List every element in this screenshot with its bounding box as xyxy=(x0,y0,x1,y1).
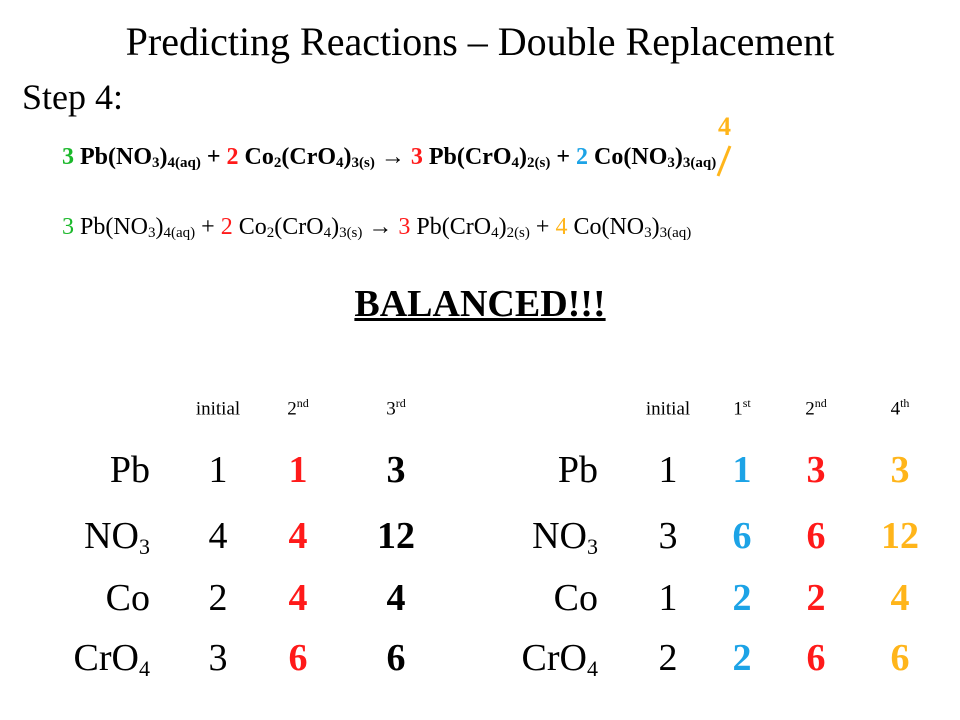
arrow-icon: → xyxy=(368,214,393,240)
table-header: 4th xyxy=(890,396,910,420)
table-header: 2nd xyxy=(805,396,827,420)
plus-sign: + xyxy=(206,144,221,170)
table-cell: 2 xyxy=(208,577,228,619)
coef-cobalt-chromate: 2 xyxy=(220,214,233,240)
atom-label: NO3 xyxy=(532,515,598,559)
table-header: 1st xyxy=(733,396,751,420)
table-header: initial xyxy=(195,398,241,420)
table-cell: 6 xyxy=(806,637,826,679)
reactant-cobalt-chromate: Co2(CrO4)3(s) xyxy=(238,214,363,241)
balanced-heading: BALANCED!!! xyxy=(354,283,606,325)
table-cell: 6 xyxy=(806,515,826,557)
correction-number: 4 xyxy=(718,112,731,141)
table-cell: 2 xyxy=(732,637,752,679)
plus-sign: + xyxy=(201,214,215,240)
table-cell: 2 xyxy=(732,577,752,619)
table-cell: 3 xyxy=(208,637,228,679)
table-header: initial xyxy=(645,398,691,420)
table-cell: 3 xyxy=(806,449,826,491)
table-cell: 6 xyxy=(386,637,406,679)
equation-original: 3 Pb(NO3)4(aq) + 2 Co2(CrO4)3(s) → 3 Pb(… xyxy=(62,144,716,171)
product-cobalt-nitrate: Co(NO3)3(aq) xyxy=(573,214,692,241)
table-cell: 6 xyxy=(732,515,752,557)
table-cell: 1 xyxy=(208,449,228,491)
table-cell: 6 xyxy=(288,637,308,679)
table-cell: 3 xyxy=(386,449,406,491)
coef-cobalt-nitrate-old: 2 xyxy=(576,144,589,170)
table-cell: 1 xyxy=(658,577,678,619)
atom-label: Co xyxy=(553,577,598,619)
reactant-lead-nitrate: Pb(NO3)4(aq) xyxy=(80,214,196,241)
arrow-icon: → xyxy=(380,144,405,170)
table-header: 3rd xyxy=(386,396,406,420)
table-cell: 4 xyxy=(386,577,406,619)
table-cell: 2 xyxy=(658,637,678,679)
table-header: 2nd xyxy=(287,396,309,420)
coef-cobalt-nitrate: 4 xyxy=(555,214,568,240)
plus-sign: + xyxy=(556,144,571,170)
page-title: Predicting Reactions – Double Replacemen… xyxy=(125,19,835,64)
atom-label: Pb xyxy=(109,449,150,491)
coef-pb-nitrate: 3 xyxy=(62,144,74,170)
atom-label: CrO4 xyxy=(73,637,150,681)
table-cell: 6 xyxy=(890,637,910,679)
table-cell: 1 xyxy=(288,449,308,491)
reactant-cobalt-chromate: Co2(CrO4)3(s) xyxy=(244,144,375,171)
coef-cobalt-chromate: 2 xyxy=(226,144,239,170)
table-cell: 12 xyxy=(881,515,919,557)
coef-pb-nitrate: 3 xyxy=(62,214,74,240)
equation-balanced: 3 Pb(NO3)4(aq) + 2 Co2(CrO4)3(s) → 3 Pb(… xyxy=(62,214,691,241)
plus-sign: + xyxy=(535,214,550,240)
table-cell: 4 xyxy=(208,515,228,557)
atom-label: Co xyxy=(105,577,150,619)
atom-label: CrO4 xyxy=(521,637,598,681)
atom-label: NO3 xyxy=(84,515,150,559)
reactant-lead-nitrate: Pb(NO3)4(aq) xyxy=(80,144,201,171)
table-cell: 1 xyxy=(658,449,678,491)
strikethrough-icon xyxy=(716,145,732,177)
coef-lead-chromate: 3 xyxy=(398,214,411,240)
table-cell: 1 xyxy=(732,449,752,491)
table-cell: 2 xyxy=(806,577,826,619)
product-lead-chromate: Pb(CrO4)2(s) xyxy=(416,214,530,241)
table-cell: 4 xyxy=(288,577,308,619)
product-cobalt-nitrate: Co(NO3)3(aq) xyxy=(594,144,717,171)
table-cell: 4 xyxy=(890,577,910,619)
atom-label: Pb xyxy=(557,449,598,491)
table-cell: 3 xyxy=(658,515,678,557)
step-label: Step 4: xyxy=(22,77,124,117)
product-lead-chromate: Pb(CrO4)2(s) xyxy=(428,144,551,171)
table-cell: 12 xyxy=(377,515,415,557)
coef-lead-chromate: 3 xyxy=(410,144,423,170)
table-cell: 4 xyxy=(288,515,308,557)
table-cell: 3 xyxy=(890,449,910,491)
